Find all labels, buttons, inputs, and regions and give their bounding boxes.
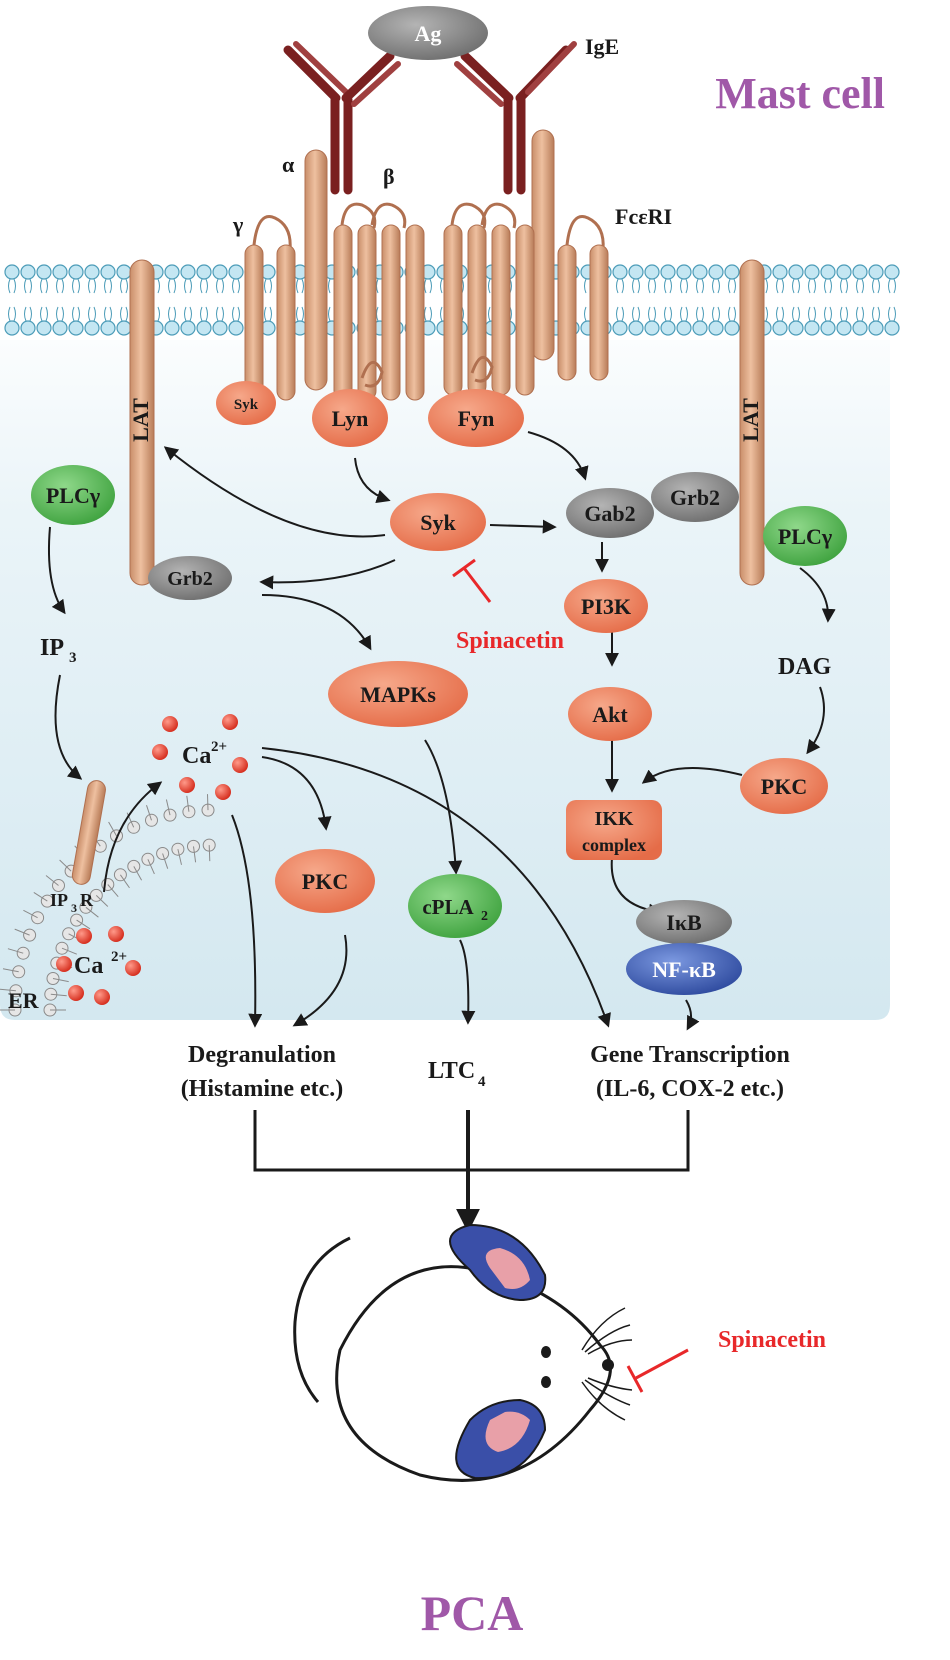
fceri-receptor [244,129,609,401]
akt-label: Akt [592,702,628,727]
mouse-illustration [293,1223,633,1482]
ikb-node [636,900,732,944]
plcg-left-label: PLCγ [46,483,100,508]
ip3r-label: IP [50,890,68,910]
lat-right: LAT [738,259,765,586]
syk-small-label: Syk [234,397,259,413]
spinacetin-label-mouse: Spinacetin [718,1327,826,1353]
calcium-ions [56,714,248,1005]
pkc-mid-node [275,849,375,913]
ca-sup-label: 2+ [211,739,227,755]
ca-label: Ca [182,743,211,769]
lat-right-label: LAT [738,398,763,442]
spinacetin-inhibitor-cell [452,558,492,603]
antigen-label: Ag [415,21,442,46]
ip3-label: IP [40,635,64,661]
gamma-label: γ [232,212,243,237]
ip3r-end-label: R [80,890,94,910]
lat-left-label: LAT [128,398,153,442]
er-label: ER [8,988,40,1013]
syk-label: Syk [420,510,456,535]
pca-title: PCA [421,1585,524,1641]
page-title: Mast cell [715,69,885,118]
antigen-node [368,6,488,60]
grb2-top-label: Grb2 [670,485,720,510]
cpla2-label: cPLA [422,895,474,919]
grb2-left-node [148,556,232,600]
pi3k-node [564,579,648,633]
ikk-label-1: IKK [595,808,634,830]
ige-label: IgE [585,34,619,59]
spinacetin-label-cell: Spinacetin [456,628,564,654]
pkc-right-node [740,758,828,814]
ip3r-channel [71,780,106,885]
beta-label: β [383,164,395,189]
ca-er-label: Ca [74,953,103,979]
pkc-right-label: PKC [761,774,807,799]
grb2-left-label: Grb2 [167,568,213,590]
lyn-node [312,389,388,447]
alpha-label: α [282,152,295,177]
outcome-bracket [253,1110,690,1233]
cpla2-node [408,874,502,938]
fceri-label: FcεRI [615,204,672,229]
ip3-sub-label: 3 [69,650,77,666]
ikk-label-2: complex [582,835,646,855]
plcg-right-node [763,506,847,566]
syk-small-node [216,381,276,425]
degranulation-label: Degranulation [188,1042,336,1068]
gene-transcription-sub-label: (IL-6, COX-2 etc.) [596,1076,784,1102]
plcg-left-node [31,465,115,525]
lyn-label: Lyn [332,406,369,431]
pkc-mid-label: PKC [302,869,348,894]
syk-node [390,493,486,551]
pi3k-label: PI3K [581,594,631,619]
ige-antibody [283,41,577,195]
nfkb-node [626,943,742,995]
fyn-label: Fyn [458,406,495,431]
signaling-nodes: Syk Lyn Fyn PLCγ PLCγ Syk Grb2 Gab2 Grb2… [31,381,847,995]
nfkb-label: NF-κB [652,957,716,982]
dag-label: DAG [778,654,832,680]
gab2-node [566,488,654,538]
cpla2-sub-label: 2 [481,909,488,924]
lat-left: LAT [128,259,155,586]
ltc4-sub-label: 4 [478,1074,486,1090]
spinacetin-inhibitor-mouse [626,1348,689,1393]
grb2-top-node [651,472,739,522]
plcg-right-label: PLCγ [778,524,832,549]
degranulation-sub-label: (Histamine etc.) [181,1076,344,1102]
ip3r-sub-label: 3 [71,901,77,915]
fyn-node [428,389,524,447]
ikk-complex-node [566,800,662,860]
ca-er-sup-label: 2+ [111,949,127,965]
ltc4-label: LTC [428,1058,475,1084]
mapks-node [328,661,468,727]
akt-node [568,687,652,741]
ikb-label: IκB [666,910,702,935]
mapks-label: MAPKs [360,682,436,707]
gene-transcription-label: Gene Transcription [590,1042,790,1068]
gab2-label: Gab2 [584,501,635,526]
